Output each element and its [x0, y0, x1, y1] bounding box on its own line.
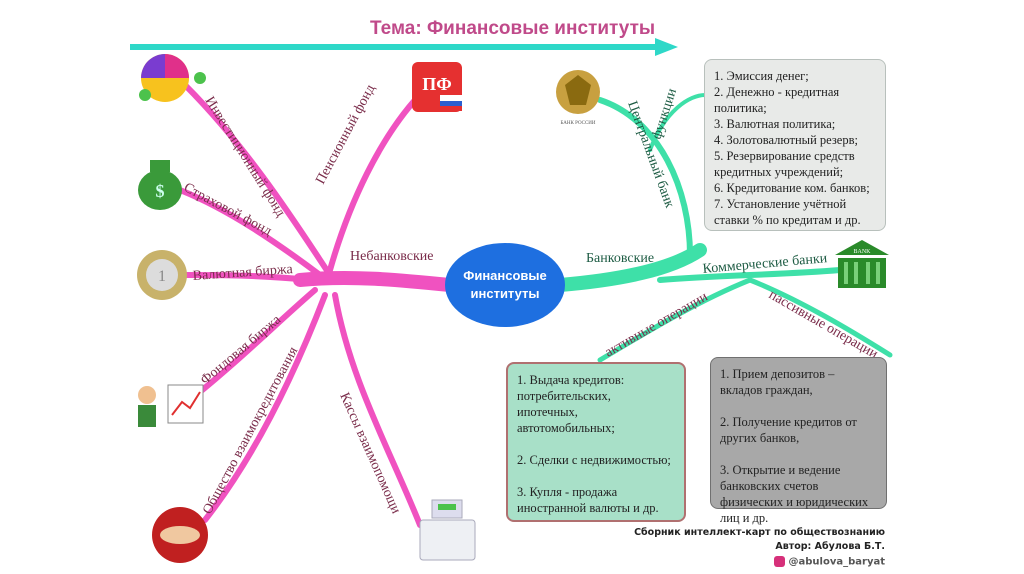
euro-coin-icon: 1 [137, 250, 187, 300]
center-label-1: Финансовые [463, 268, 547, 283]
label-currency-exchange: Валютная биржа [192, 262, 294, 284]
label-passive-ops: пассивные операции [766, 287, 881, 362]
money-bag-icon: $ [138, 160, 182, 210]
cash-register-icon [419, 499, 476, 561]
center-node [445, 243, 565, 327]
label-functions: функции [650, 86, 681, 141]
svg-text:$: $ [156, 181, 165, 201]
credit-author: Автор: Абулова Б.Т. [775, 541, 885, 552]
label-active-ops: активные операции [603, 289, 711, 360]
pension-fund-icon: ПФ [412, 62, 462, 112]
svg-text:1: 1 [158, 268, 166, 285]
instagram-handle: @abulova_baryat [773, 556, 885, 569]
credit-line-1: Сборник интеллект-карт по обществознанию [634, 527, 885, 538]
instagram-text: @abulova_baryat [788, 556, 885, 568]
svg-text:ПФ: ПФ [422, 74, 451, 94]
svg-text:BANK: BANK [853, 249, 871, 255]
chart-presenter-icon [138, 384, 204, 427]
passive-operations-box: 1. Прием депозитов – вкладов граждан, 2.… [710, 357, 887, 525]
center-label-2: институты [471, 286, 540, 301]
handshake-icon [152, 507, 208, 563]
svg-text:БАНК РОССИИ: БАНК РОССИИ [560, 121, 595, 126]
instagram-icon [773, 556, 785, 567]
investment-icon [139, 54, 206, 102]
nonbank-branches [177, 82, 457, 528]
label-nonbank: Небанковские [350, 249, 434, 264]
page-title: Тема: Финансовые институты [370, 18, 655, 39]
bank-building-icon: BANK [835, 240, 889, 288]
label-bank: Банковские [586, 251, 654, 266]
active-operations-box: 1. Выдача кредитов: потребительских, ипо… [506, 362, 686, 522]
bank-branches [553, 93, 893, 363]
title-arrowhead [655, 38, 678, 56]
central-bank-functions-box: 1. Эмиссия денег; 2. Денежно - кредитная… [704, 59, 886, 231]
bank-of-russia-icon: БАНК РОССИИ [556, 70, 600, 126]
